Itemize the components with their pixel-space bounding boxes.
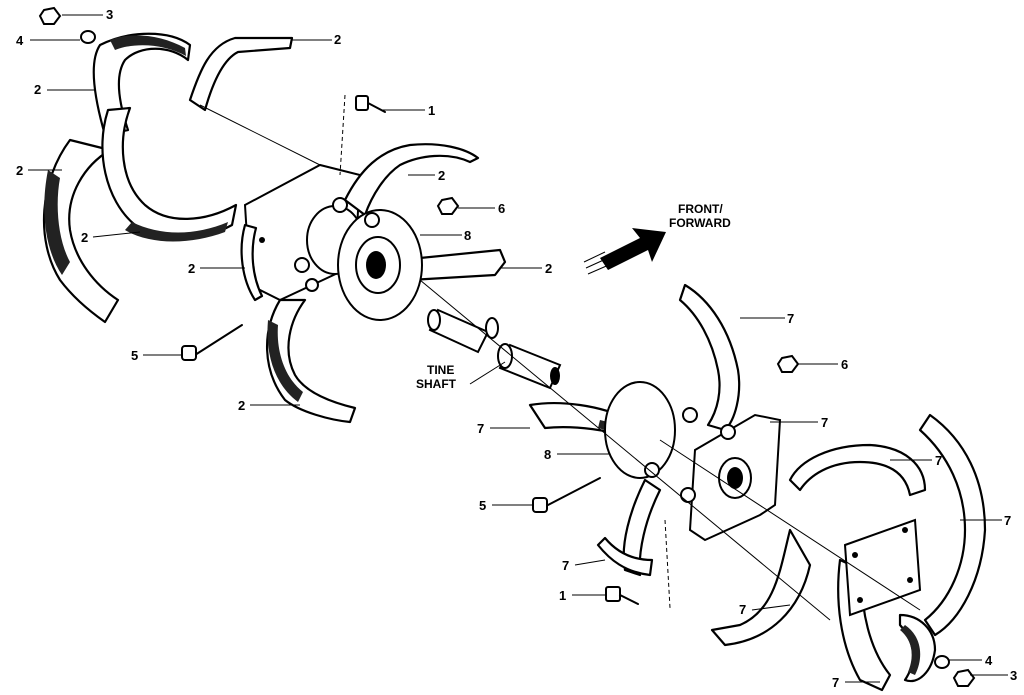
hub-nut [720, 424, 736, 440]
nut-6-left [436, 196, 460, 215]
callout-2: 2 [438, 168, 445, 183]
front-label-line1: FRONT/ [678, 202, 723, 216]
bolt-5-right [532, 477, 601, 513]
callout-5: 5 [479, 498, 486, 513]
callout-4: 4 [16, 33, 24, 48]
left-tine-right-upper [343, 143, 480, 217]
right-washer-8 [604, 381, 676, 479]
left-tine-outer-shade [44, 170, 70, 275]
tine-shaft [427, 308, 562, 390]
callout-6: 6 [841, 357, 848, 372]
callout-8: 8 [464, 228, 471, 243]
callout-3: 3 [106, 7, 113, 22]
leader-lines [28, 14, 1008, 683]
hub-nut [644, 462, 660, 478]
hub-nut [332, 197, 348, 213]
front-forward-arrow [583, 228, 666, 275]
callout-3: 3 [1010, 668, 1017, 683]
left-tine-bottom-shade [267, 320, 303, 402]
bolt-1-left [355, 95, 386, 113]
callout-1: 1 [559, 588, 566, 603]
left-tine-hook [101, 106, 238, 240]
text-labels: FRONT/ FORWARD TINE SHAFT [416, 202, 731, 391]
callout-2: 2 [188, 261, 195, 276]
left-tine-upper-a-shade [110, 35, 186, 56]
hub-nut [682, 407, 698, 423]
hub-nut [294, 257, 310, 273]
left-tine-hook-shade [125, 222, 228, 242]
callout-labels: 3 4 2 2 2 2 2 2 5 1 2 6 8 2 7 6 7 7 8 7 … [16, 7, 1017, 690]
right-tine-lower-hook [596, 536, 654, 577]
right-tine-lower-left [622, 478, 662, 577]
callout-1: 1 [428, 103, 435, 118]
bracket-hole [907, 577, 913, 583]
left-washer-8-bore [366, 251, 386, 279]
bolt-5-left [181, 324, 243, 361]
left-tine-outer [42, 138, 120, 324]
callout-7: 7 [562, 558, 569, 573]
washer-4-right [934, 655, 950, 669]
callout-2: 2 [334, 32, 341, 47]
callout-2: 2 [34, 82, 41, 97]
bracket-hole [857, 597, 863, 603]
callout-4: 4 [985, 653, 993, 668]
right-hub-bore-hole [727, 467, 743, 489]
callout-6: 6 [498, 201, 505, 216]
callout-2: 2 [545, 261, 552, 276]
bolt-1-right [605, 586, 639, 605]
callout-7: 7 [1004, 513, 1011, 528]
washer-4-left [80, 30, 96, 44]
right-tine-right-bottom [710, 528, 812, 647]
callout-5: 5 [131, 348, 138, 363]
alignment-lines [199, 94, 921, 621]
left-tine-assembly [38, 6, 507, 424]
hub-nut [305, 278, 319, 292]
callout-8: 8 [544, 447, 551, 462]
callout-7: 7 [821, 415, 828, 430]
right-tine-bracket [843, 518, 922, 617]
right-tine-loop-shade [900, 625, 921, 675]
left-tine-upper-b [188, 36, 294, 112]
bracket-hole [852, 552, 858, 558]
callout-7: 7 [832, 675, 839, 690]
right-tine-right-outer [918, 413, 987, 637]
nut-3-left [38, 6, 62, 25]
callout-7: 7 [935, 453, 942, 468]
left-tine-lower-left [240, 223, 264, 302]
callout-2: 2 [81, 230, 88, 245]
hub-nut [680, 487, 696, 503]
tine-shaft-label-line2: SHAFT [416, 377, 457, 391]
tine-shaft-label-line1: TINE [427, 363, 454, 377]
bracket-hole [902, 527, 908, 533]
nut-6-right [776, 354, 800, 373]
callout-7: 7 [787, 311, 794, 326]
right-tine-right-upper [788, 443, 927, 497]
nut-3-right [952, 668, 976, 687]
front-label-line2: FORWARD [669, 216, 731, 230]
hub-hole [259, 237, 265, 243]
callout-2: 2 [16, 163, 23, 178]
right-tine-assembly [528, 283, 987, 692]
callout-7: 7 [739, 602, 746, 617]
callout-2: 2 [238, 398, 245, 413]
hub-nut [364, 212, 380, 228]
callout-7: 7 [477, 421, 484, 436]
